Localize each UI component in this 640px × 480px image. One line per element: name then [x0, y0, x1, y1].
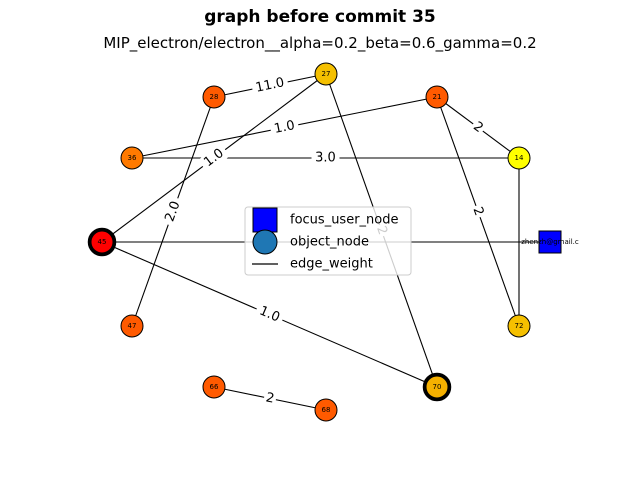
- edge-label-group: 3.0: [311, 150, 340, 166]
- edge-label-background: [262, 389, 278, 408]
- edge-label: 11.0: [254, 75, 285, 96]
- node-label: 27: [322, 70, 331, 78]
- edge-label-background: [253, 301, 286, 328]
- edge-label-background: [197, 143, 231, 173]
- legend-label: focus_user_node: [290, 213, 399, 228]
- edge-label-group: 2: [468, 203, 488, 220]
- legend-label: object_node: [290, 235, 369, 250]
- edge-label-group: 1.0: [253, 301, 286, 328]
- edge-label: 3.0: [315, 151, 336, 166]
- node-14: [507, 146, 531, 170]
- node-label: 21: [433, 93, 442, 101]
- node-36: [120, 146, 144, 170]
- legend-frame: [244, 206, 412, 276]
- edge-label-group: 2: [262, 389, 278, 408]
- node-label: 36: [128, 154, 137, 162]
- node-47: [120, 314, 144, 338]
- edge-label-background: [269, 116, 300, 139]
- edge-label-background: [468, 117, 488, 138]
- node-label: 72: [515, 322, 524, 330]
- legend-square-icon: [252, 207, 278, 233]
- node-28: [202, 85, 226, 109]
- node-label: 47: [128, 322, 137, 330]
- legend-circle-icon: [252, 229, 278, 255]
- edge-label-background: [250, 74, 290, 97]
- legend-label: edge_weight: [290, 257, 373, 272]
- edge-label: 2.0: [162, 199, 183, 224]
- node-label: 70: [433, 383, 442, 391]
- edge-label-group: 2.0: [160, 195, 186, 228]
- edge-label-group: 1.0: [197, 143, 231, 173]
- node-label: 28: [210, 93, 219, 101]
- edge-label-group: 1.0: [269, 116, 300, 139]
- node-label: 14: [515, 154, 524, 162]
- node-label: 68: [322, 406, 331, 414]
- figure-subtitle: MIP_electron/electron__alpha=0.2_beta=0.…: [103, 34, 537, 52]
- figure-title: graph before commit 35: [204, 7, 436, 27]
- edge-label-group: 2: [468, 117, 488, 138]
- edge-label-group: 11.0: [250, 74, 290, 97]
- node-label: 45: [98, 238, 107, 246]
- node-45: [90, 230, 114, 254]
- legend: focus_user_node object_node edge_weight: [244, 206, 412, 276]
- node-70: [425, 375, 449, 399]
- node-label: 66: [210, 383, 219, 391]
- node-label: zhenzh@gmail.c: [521, 238, 579, 246]
- nodes-layer: 27 28 21 36 14 45 zhenzh@gmail.c 47 72 70 66 68: [87, 62, 579, 422]
- edge-label-background: [311, 150, 340, 166]
- node-68: [314, 398, 338, 422]
- node-66: [202, 375, 226, 399]
- node-72: [507, 314, 531, 338]
- node-21: [425, 85, 449, 109]
- edge-label-background: [468, 203, 488, 220]
- edge-label-background: [160, 195, 186, 228]
- focus-user-node: [538, 230, 562, 254]
- node-27: [314, 62, 338, 86]
- edge-label: 1.0: [273, 118, 296, 137]
- edge-label: 2: [264, 390, 275, 406]
